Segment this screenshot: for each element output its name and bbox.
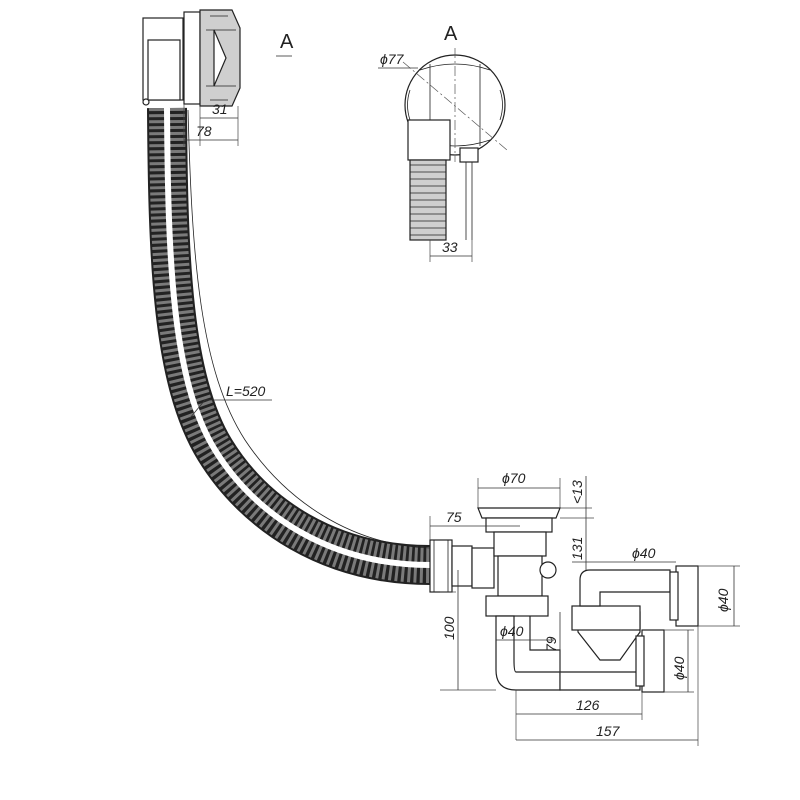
dim-13: <13 bbox=[569, 480, 585, 504]
dim-79: 79 bbox=[543, 636, 559, 652]
detail-label-a: A bbox=[444, 23, 458, 45]
dim-40-top: ϕ40 bbox=[632, 545, 656, 561]
dim-126: 126 bbox=[576, 697, 600, 713]
dim-40-right: ϕ40 bbox=[715, 588, 731, 612]
dimension-lines bbox=[183, 55, 740, 746]
dim-78: 78 bbox=[196, 123, 212, 139]
dim-31: 31 bbox=[212, 101, 228, 117]
dim-75: 75 bbox=[446, 509, 462, 525]
dim-40-low: ϕ40 bbox=[671, 656, 687, 680]
dim-70: ϕ70 bbox=[502, 470, 526, 486]
dim-100: 100 bbox=[441, 616, 457, 640]
dim-40-mid: ϕ40 bbox=[500, 623, 524, 639]
dim-33: 33 bbox=[442, 239, 458, 255]
dim-157: 157 bbox=[596, 723, 621, 739]
dim-131: 131 bbox=[569, 537, 585, 560]
section-label-a: A bbox=[280, 31, 294, 53]
dimension-labels: A A 31 78 ϕ77 33 L=520 ϕ70 <13 75 131 ϕ4… bbox=[196, 23, 731, 739]
flexible-overflow-hose bbox=[147, 107, 431, 585]
overflow-head bbox=[142, 9, 241, 107]
waste-assembly bbox=[429, 507, 699, 693]
dim-77: ϕ77 bbox=[380, 51, 405, 67]
detail-view-a bbox=[402, 48, 508, 241]
dim-hose-length: L=520 bbox=[226, 383, 266, 399]
